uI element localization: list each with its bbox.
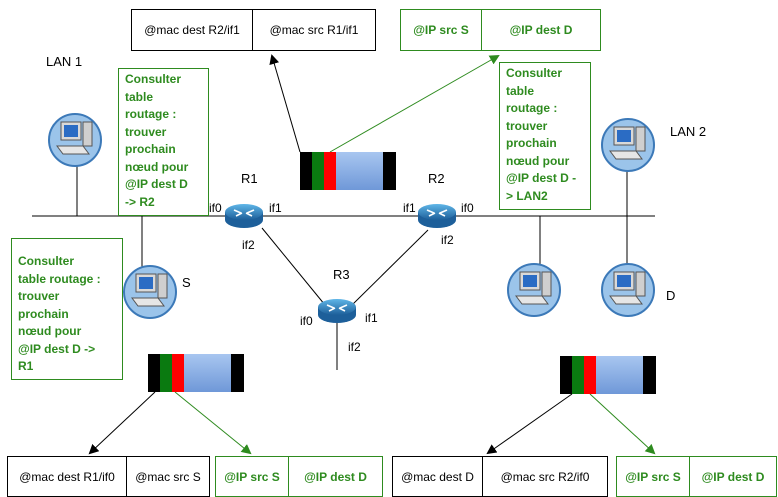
br-ip-dest: @IP dest D — [689, 456, 777, 497]
host-d-icon — [601, 263, 655, 317]
router-r1-if1: if1 — [269, 201, 282, 215]
link-r2-r3 — [351, 229, 429, 306]
br-ip-src: @IP src S — [616, 456, 690, 497]
router-r2-if0: if0 — [461, 201, 474, 215]
link-r1-r3 — [261, 227, 326, 306]
router-r3-if0: if0 — [300, 314, 313, 328]
arrow-bl-ip — [174, 391, 252, 455]
br-mac-dest: @mac dest D — [392, 456, 483, 497]
top-ip-dest: @IP dest D — [481, 9, 601, 51]
arrow-bl-mac — [88, 391, 156, 455]
router-r3-icon — [318, 299, 356, 323]
router-r2-icon — [418, 204, 456, 228]
arrow-br-ip — [589, 393, 656, 455]
arrow-top-ip — [329, 55, 500, 153]
host-lan2-a-icon — [507, 263, 561, 317]
router-r1-if0: if0 — [209, 201, 222, 215]
packet-top — [300, 152, 396, 190]
host-lan1-icon — [48, 113, 102, 167]
note-s-routing: Consulter table routage : trouver procha… — [11, 238, 123, 380]
br-mac-src: @mac src R2/if0 — [482, 456, 608, 497]
router-r3-name: R3 — [333, 267, 350, 282]
router-r3-if2: if2 — [348, 340, 361, 354]
packet-bottom-right — [560, 356, 656, 394]
bl-mac-dest: @mac dest R1/if0 — [7, 456, 127, 497]
note-r2-routing: Consulter table routage : trouver procha… — [499, 62, 591, 210]
router-r3-if1: if1 — [365, 311, 378, 325]
lan2-label: LAN 2 — [670, 124, 707, 139]
router-r2-if2: if2 — [441, 233, 454, 247]
bl-ip-src: @IP src S — [215, 456, 289, 497]
host-s-label: S — [182, 275, 191, 290]
note-r1-routing: Consulter table routage : trouver procha… — [118, 68, 209, 216]
packet-bottom-left — [148, 354, 244, 392]
top-ip-src: @IP src S — [400, 9, 482, 51]
router-r1-if2: if2 — [242, 238, 255, 252]
lan1-label: LAN 1 — [46, 54, 83, 69]
router-r1-name: R1 — [241, 171, 258, 186]
arrow-br-mac — [486, 393, 573, 455]
arrow-top-mac — [269, 54, 301, 153]
top-mac-src: @mac src R1/if1 — [252, 9, 376, 51]
router-r2-name: R2 — [428, 171, 445, 186]
host-d-label: D — [666, 288, 676, 303]
host-s-icon — [123, 265, 177, 319]
host-lan2-top-icon — [601, 118, 655, 172]
bl-ip-dest: @IP dest D — [288, 456, 383, 497]
bl-mac-src: @mac src S — [126, 456, 210, 497]
top-mac-dest: @mac dest R2/if1 — [131, 9, 253, 51]
router-r1-icon — [225, 204, 263, 228]
router-r2-if1: if1 — [403, 201, 416, 215]
